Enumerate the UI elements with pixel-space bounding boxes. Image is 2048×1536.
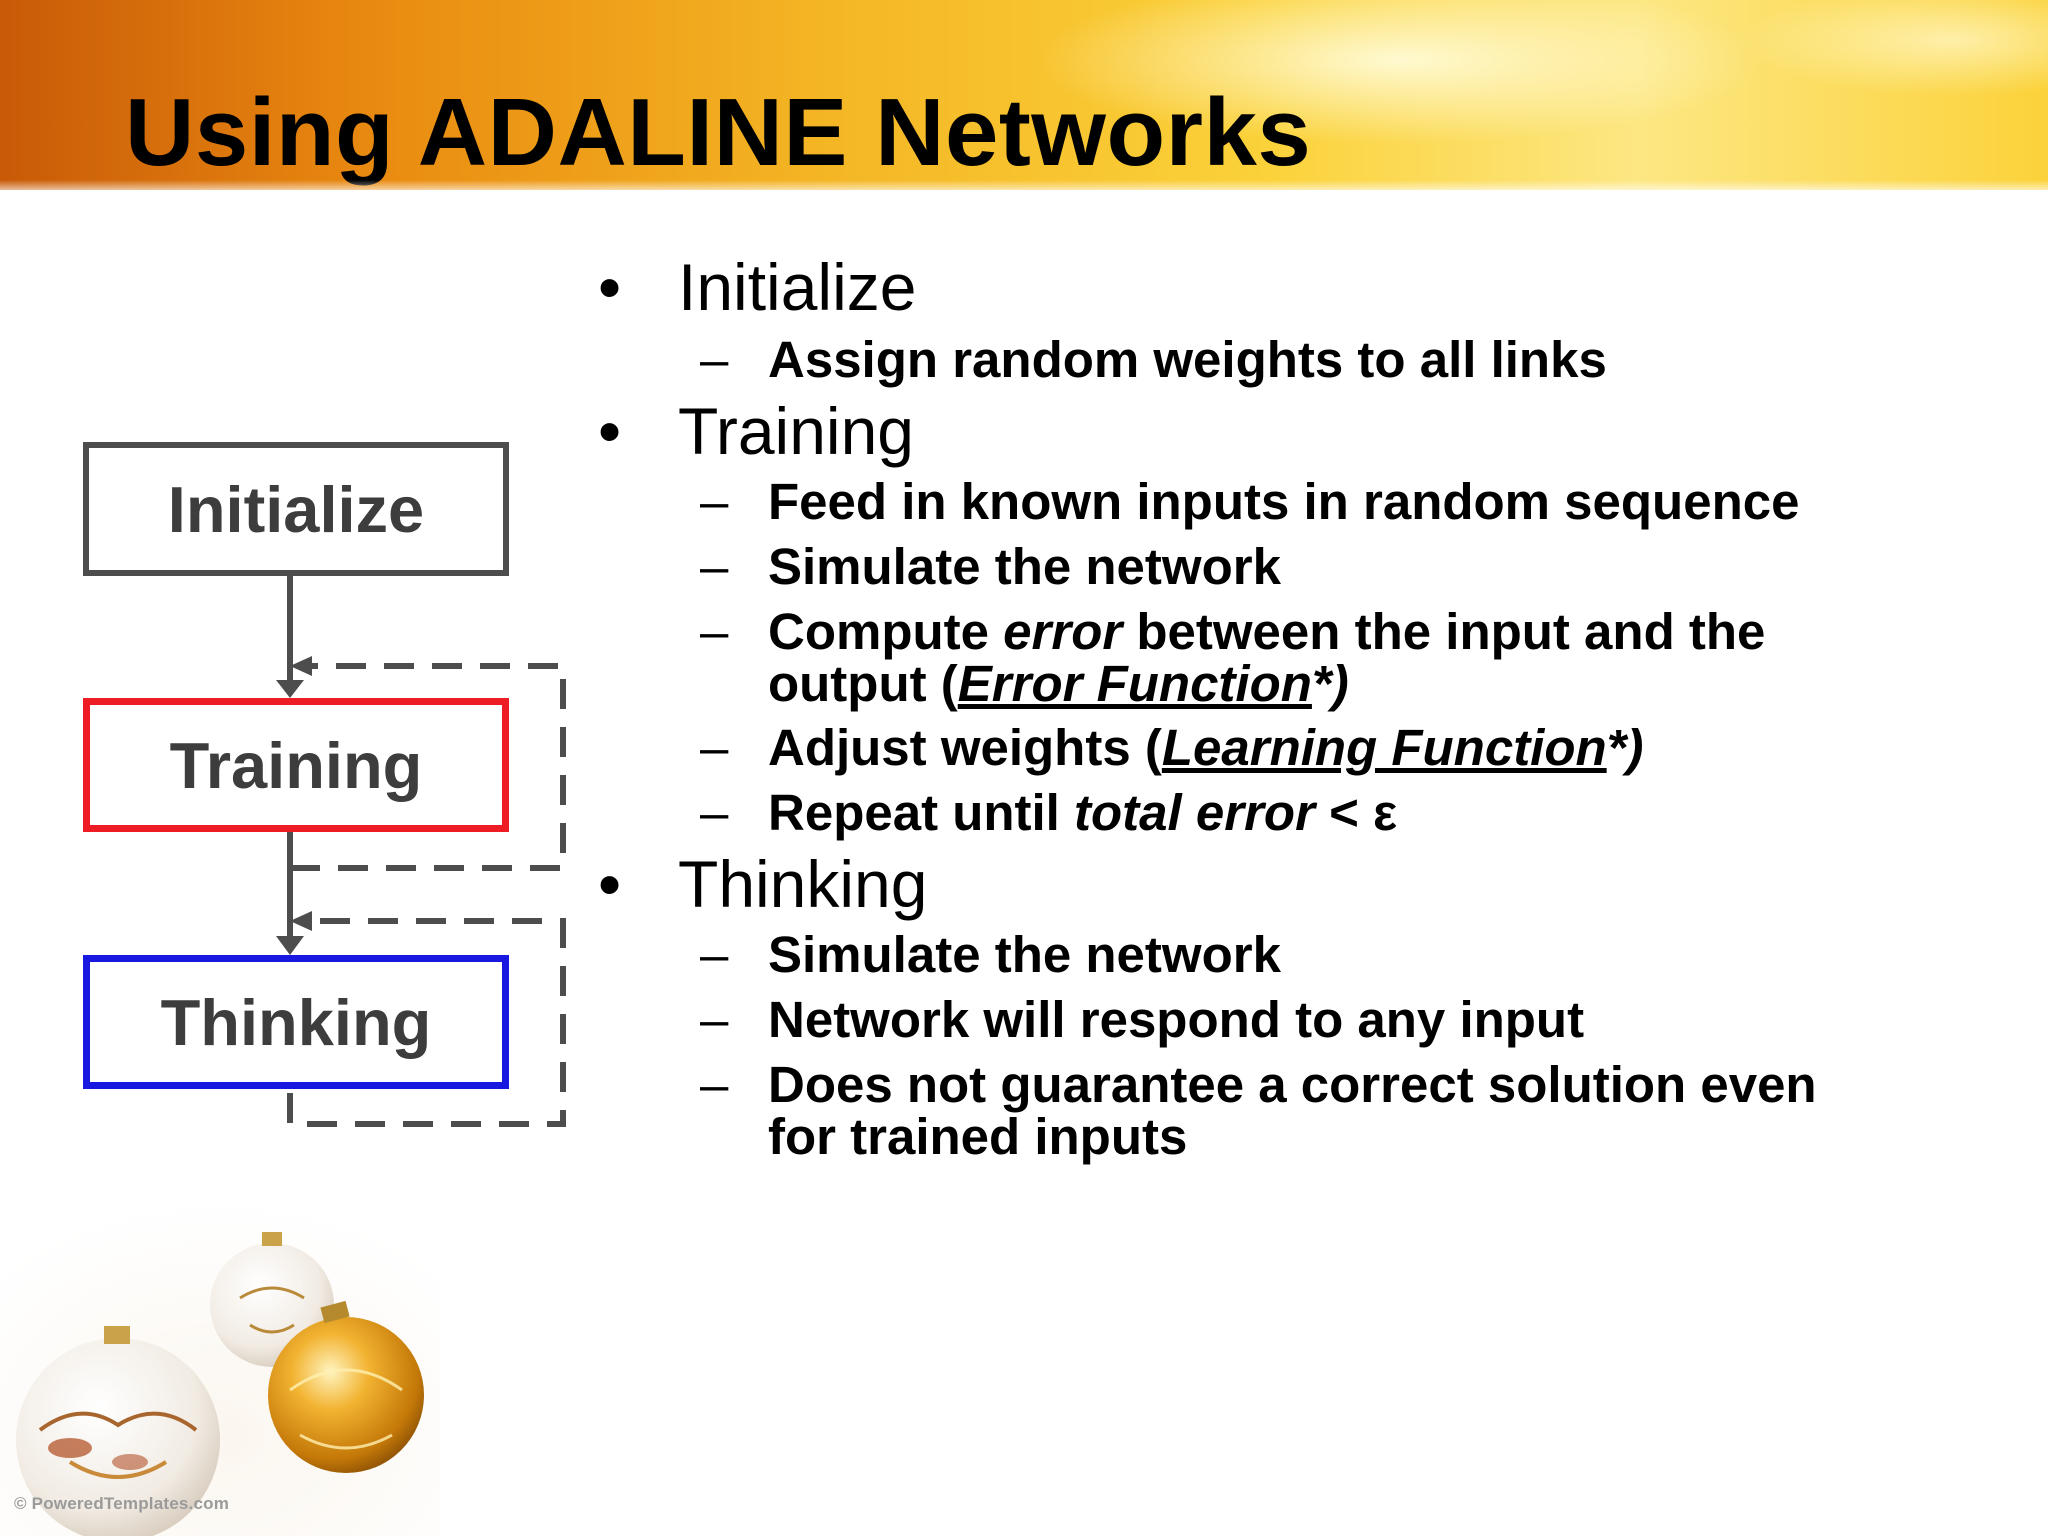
sub-bullet-text: Network will respond to any input	[768, 991, 1585, 1048]
dash-icon: –	[700, 331, 729, 388]
dash-icon: –	[700, 926, 729, 983]
training-loop-arrowhead	[290, 656, 312, 676]
bullet-icon: •	[598, 394, 622, 468]
compute-pre: Compute	[768, 603, 1004, 660]
bullet-label: Thinking	[678, 847, 928, 921]
thinking-loop	[287, 918, 566, 1127]
repeat-emph: total error	[1074, 784, 1315, 841]
flow-box-initialize: Initialize	[83, 442, 509, 576]
dash-icon: –	[700, 1056, 729, 1113]
thinking-loop-arrowhead	[290, 911, 312, 931]
flow-box-training: Training	[83, 698, 509, 832]
bullet-icon: •	[598, 250, 622, 324]
sub-bullet-text: Simulate the network	[768, 538, 1281, 595]
slide-title: Using ADALINE Networks	[125, 79, 1312, 186]
sub-bullet-text: Feed in known inputs in random sequence	[768, 473, 1800, 530]
white-ornament-front	[16, 1338, 220, 1536]
watermark: © PoweredTemplates.com	[14, 1494, 230, 1513]
error-function-link[interactable]: Error Function	[957, 655, 1312, 712]
sub-bullet-respond: – Network will respond to any input	[700, 991, 2018, 1048]
bullet-icon: •	[598, 847, 622, 921]
dash-icon: –	[700, 603, 729, 660]
adjust-pre: Adjust weights (	[768, 719, 1162, 776]
compute-suffix: *)	[1311, 655, 1349, 712]
bullet-thinking: • Thinking	[598, 847, 928, 921]
header-banner: Using ADALINE Networks	[0, 0, 2048, 190]
sub-bullet-text: Simulate the network	[768, 926, 1281, 983]
dash-icon: –	[700, 538, 729, 595]
sub-bullet-text: Does not guarantee a correct solution ev…	[768, 1056, 1817, 1165]
compute-emph: error	[1003, 603, 1123, 660]
sub-bullet-assign: – Assign random weights to all links	[700, 331, 2018, 388]
sub-bullet-adjust: – Adjust weights (Learning Function*)	[700, 719, 2018, 776]
sub-bullet-simulate: – Simulate the network	[700, 538, 2018, 595]
dash-icon: –	[700, 719, 729, 776]
dash-icon: –	[700, 991, 729, 1048]
sub-bullet-guarantee: – Does not guarantee a correct solution …	[700, 1056, 1828, 1165]
sub-bullet-feed: – Feed in known inputs in random sequenc…	[700, 473, 2018, 530]
dash-icon: –	[700, 784, 729, 841]
bullet-label: Initialize	[678, 250, 917, 324]
christmas-ornaments-image	[0, 1200, 440, 1536]
arrowhead-training-to-thinking	[276, 936, 304, 955]
flow-box-thinking: Thinking	[83, 955, 509, 1089]
sub-bullet-compute: – Compute error between the input and th…	[700, 603, 1898, 712]
gold-ornament	[268, 1317, 424, 1473]
arrowhead-init-to-training	[276, 680, 304, 698]
adjust-suffix: *)	[1606, 719, 1644, 776]
bullet-label: Training	[678, 394, 914, 468]
learning-function-link[interactable]: Learning Function	[1161, 719, 1607, 776]
sub-bullet-text: Assign random weights to all links	[768, 331, 1607, 388]
sub-bullet-simulate-thinking: – Simulate the network	[700, 926, 2018, 983]
repeat-pre: Repeat until	[768, 784, 1075, 841]
dash-icon: –	[700, 473, 729, 530]
compute-post: between the input and the output (	[768, 603, 1766, 712]
repeat-post: < ε	[1314, 784, 1398, 841]
bullet-training: • Training	[598, 394, 914, 468]
sub-bullet-repeat: – Repeat until total error < ε	[700, 784, 2018, 841]
bullet-initialize: • Initialize	[598, 250, 917, 324]
